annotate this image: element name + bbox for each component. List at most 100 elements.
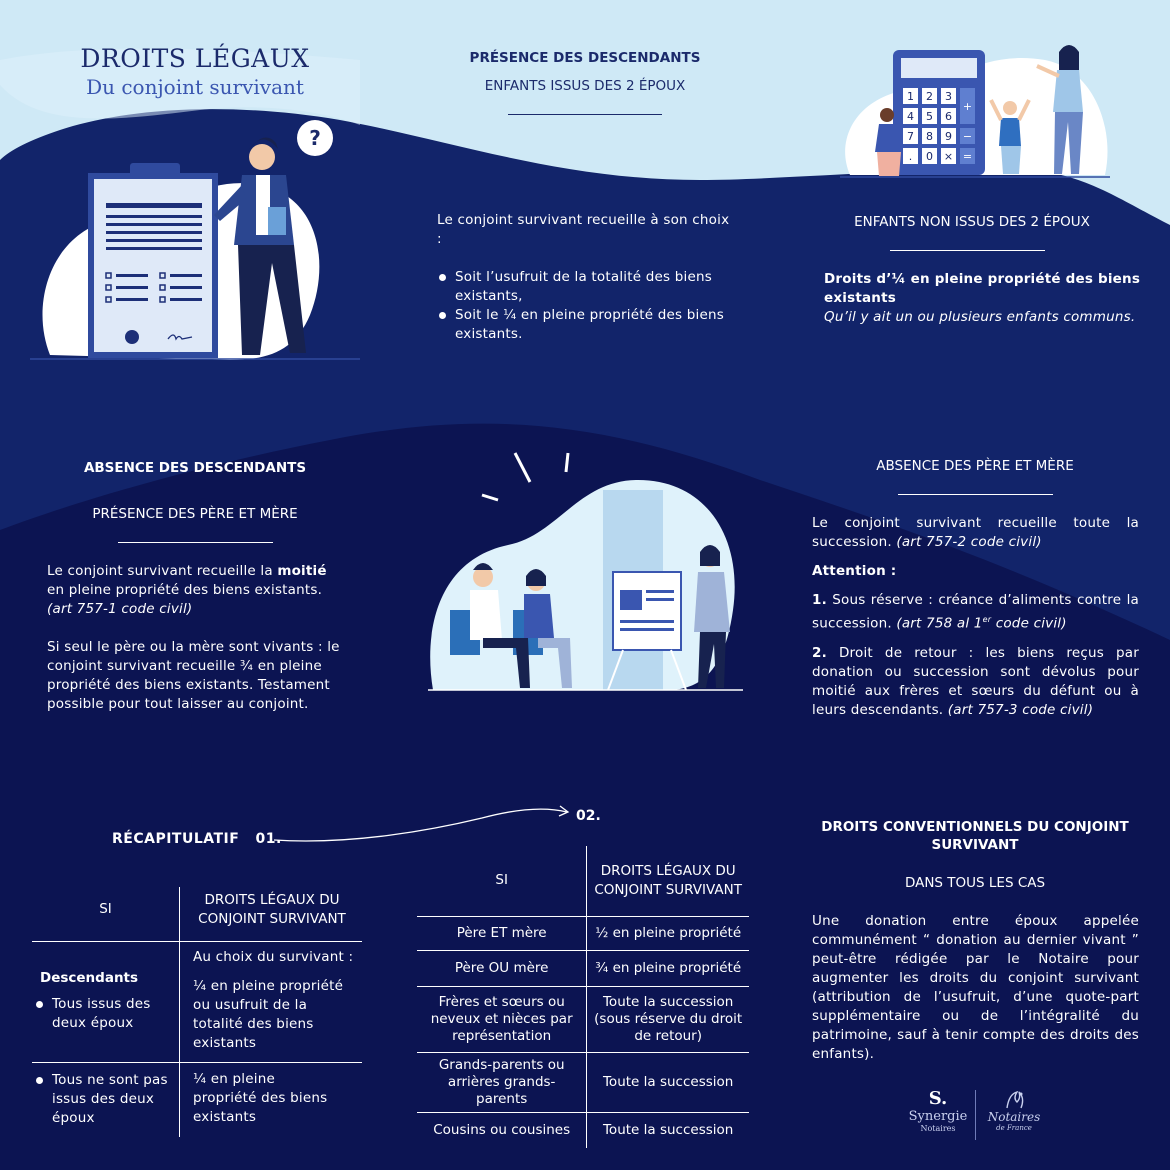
calculator-key-label: 7 <box>907 130 914 143</box>
synergie-logo: S. Synergie Notaires <box>898 1088 978 1133</box>
divider <box>890 250 1045 251</box>
presence-descendants-subheading: ENFANTS ISSUS DES 2 ÉPOUX <box>484 78 686 94</box>
paragraph: Le conjoint survivant recueille la moiti… <box>47 563 327 617</box>
table-row: Grands-parents ou arrières grands-parent… <box>417 1052 749 1112</box>
presence-descendants-heading: PRÉSENCE DES DESCENDANTS <box>469 50 701 66</box>
calculator-key-label: 6 <box>945 110 952 123</box>
table-header-droits: DROITS LÉGAUX DU CONJOINT SURVIVANT <box>594 862 742 898</box>
notaires-sub: de France <box>996 1124 1032 1132</box>
note-1: 1. Sous réserve : créance d’aliments con… <box>812 592 1139 632</box>
attention-label: Attention : <box>812 563 897 579</box>
calculator-key <box>922 128 937 144</box>
note-2: 2. Droit de retour : les biens reçus par… <box>812 644 1139 718</box>
calculator-key <box>941 128 956 144</box>
header: DROITS LÉGAUX Du conjoint survivant <box>40 44 350 99</box>
absence-descendants-subheading: PRÉSENCE DES PÈRE ET MÈRE <box>92 506 298 522</box>
table-header-si: SI <box>99 901 112 917</box>
recap-arrow <box>273 805 570 842</box>
calculator-key <box>941 148 956 164</box>
synergie-name: Synergie <box>908 1109 968 1124</box>
row-1-intro: Au choix du survivant : <box>193 949 354 965</box>
cell-si: Frères et sœurs ou neveux et nièces par … <box>417 986 588 1052</box>
table-row: Père ET mère ½ en pleine propriété <box>417 916 749 950</box>
calculator-key <box>941 88 956 104</box>
paragraph: Si seul le père ou la mère sont vivants … <box>47 639 340 712</box>
calculator-key-label: × <box>944 150 953 163</box>
absence-parents-heading: ABSENCE DES PÈRE ET MÈRE <box>876 458 1074 474</box>
cell-si: Grands-parents ou arrières grands-parent… <box>417 1052 588 1112</box>
page-title: DROITS LÉGAUX <box>80 44 310 73</box>
calculator-key <box>960 148 975 164</box>
table-row: Père OU mère ¾ en pleine propriété <box>417 950 749 986</box>
table-header-si: SI <box>417 846 588 916</box>
calculator-key-label: 1 <box>907 90 914 103</box>
logo-divider <box>975 1090 976 1140</box>
notaires-emblem-icon <box>1006 1090 1024 1109</box>
table-divider <box>179 887 180 1137</box>
recap-table-2: SI DROITS LÉGAUX DU CONJOINT SURVIVANT P… <box>417 846 749 1148</box>
calculator-key <box>922 108 937 124</box>
calculator-key-label: 8 <box>926 130 933 143</box>
calculator-key <box>960 128 975 144</box>
calculator-key <box>922 88 937 104</box>
calculator-key-label: 4 <box>907 110 914 123</box>
options-list: Soit l’usufruit de la totalité des biens… <box>437 268 737 344</box>
conventionnels-subheading: DANS TOUS LES CAS <box>904 875 1046 891</box>
row-1-value: ¼ en pleine propriété ou usufruit de la … <box>193 978 344 1051</box>
synergie-sub: Notaires <box>920 1124 956 1133</box>
row-label-descendants: Descendants <box>40 970 139 986</box>
absence-parents-text: Le conjoint survivant recueille toute la… <box>812 514 1139 720</box>
table-row: Frères et sœurs ou neveux et nièces par … <box>417 986 749 1052</box>
table-divider <box>32 1062 362 1063</box>
calculator-key <box>941 108 956 124</box>
divider <box>508 114 662 115</box>
calculator-key-label: 0 <box>926 150 933 163</box>
table-row: Cousins ou cousines Toute la succession <box>417 1112 749 1148</box>
cell-droit: Toute la succession (sous réserve du dro… <box>594 993 743 1044</box>
calculator-key-label: + <box>963 100 972 113</box>
row-2-value: ¼ en pleine propriété des biens existant… <box>193 1071 328 1125</box>
clipboard-illustration: ? <box>30 120 360 360</box>
calculator-key <box>922 148 937 164</box>
option-item: Soit le ¼ en pleine propriété des biens … <box>439 306 737 344</box>
cell-droit: ½ en pleine propriété <box>595 924 742 941</box>
calculator-key <box>960 88 975 124</box>
calculator-key-label: 5 <box>926 110 933 123</box>
calculator-key <box>903 88 918 104</box>
cell-droit: Toute la succession <box>602 1121 734 1138</box>
conventionnels-heading: DROITS CONVENTIONNELS DU CONJOINT SURVIV… <box>821 819 1129 853</box>
row-2-condition: Tous ne sont pas issus des deux époux <box>34 1071 192 1128</box>
absence-descendants-text: Le conjoint survivant recueille la moiti… <box>47 562 347 714</box>
presence-descendants-text: Le conjoint survivant recueille à son ch… <box>437 211 737 344</box>
calculator-key-label: 2 <box>926 90 933 103</box>
calculator-key-label: 3 <box>945 90 952 103</box>
synergie-mark: S. <box>928 1088 948 1109</box>
non-issus-bold: Droits d’¼ en pleine propriété des biens… <box>824 271 1141 306</box>
cell-si: Cousins ou cousines <box>417 1112 588 1148</box>
non-issus-heading: ENFANTS NON ISSUS DES 2 ÉPOUX <box>854 214 1090 230</box>
cell-droit: ¾ en pleine propriété <box>595 959 742 976</box>
calculator-key <box>903 128 918 144</box>
absence-descendants-heading: ABSENCE DES DESCENDANTS <box>83 460 307 476</box>
table-divider <box>32 941 362 942</box>
svg-text:?: ? <box>309 126 321 150</box>
recap-table-1: SI DROITS LÉGAUX DU CONJOINT SURVIVANT D… <box>32 887 362 1139</box>
calculator-key-label: = <box>963 150 972 163</box>
intro-text: Le conjoint survivant recueille à son ch… <box>437 212 730 247</box>
cell-si: Père ET mère <box>417 916 588 950</box>
cell-si: Père OU mère <box>417 950 588 986</box>
row-1-condition: Tous issus des deux époux <box>34 995 187 1033</box>
calculator-key-label: 9 <box>945 130 952 143</box>
calculator-key-label: − <box>963 130 972 143</box>
notaires-name: Notaires <box>987 1110 1041 1124</box>
divider <box>118 542 273 543</box>
option-item: Soit l’usufruit de la totalité des biens… <box>439 268 737 306</box>
page-subtitle: Du conjoint survivant <box>86 75 304 99</box>
calculator-key <box>903 148 918 164</box>
non-issus-italic: Qu’il y ait un ou plusieurs enfants comm… <box>824 309 1136 325</box>
recap-label: RÉCAPITULATIF 01. <box>112 831 282 847</box>
paragraph: Le conjoint survivant recueille toute la… <box>812 515 1139 550</box>
